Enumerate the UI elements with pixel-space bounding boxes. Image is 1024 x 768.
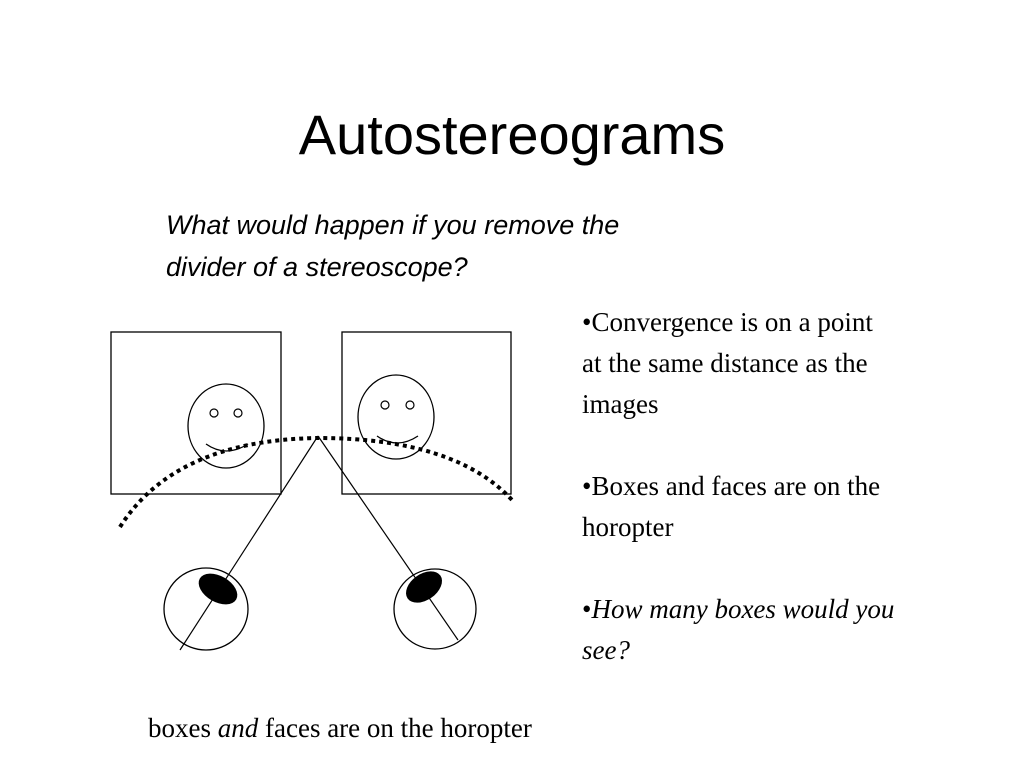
bullet-text: see? xyxy=(582,635,630,665)
bullet-text: images xyxy=(582,389,659,419)
left-eye xyxy=(163,567,249,651)
bullet-marker: • xyxy=(582,471,592,501)
diagram-caption: boxes and faces are on the horopter xyxy=(148,708,532,748)
caption-emphasis: and xyxy=(217,713,259,743)
bullet-text: horopter xyxy=(582,512,674,542)
horopter-curve xyxy=(118,435,514,529)
caption-text: faces are on the horopter xyxy=(258,713,532,743)
bullet-text: Boxes and faces are on the xyxy=(591,471,881,501)
question-line-1: What would happen if you remove the xyxy=(166,210,620,240)
right-eye xyxy=(393,568,477,650)
bullet-item-convergence: •Convergence is on a point at the same d… xyxy=(582,302,1002,425)
slide-title: Autostereograms xyxy=(298,103,726,166)
question-text: What would happen if you remove the divi… xyxy=(166,204,766,288)
question-line-2: divider of a stereoscope? xyxy=(166,252,468,282)
bullet-text: at the same distance as the xyxy=(582,348,868,378)
bullet-text: Convergence is on a point xyxy=(591,307,873,337)
bullet-item-question: •How many boxes would you see? xyxy=(582,589,1002,671)
right-sight-line xyxy=(317,435,459,641)
right-face xyxy=(357,374,435,460)
bullet-text: How many boxes would you xyxy=(591,594,895,624)
bullet-list: •Convergence is on a point at the same d… xyxy=(582,302,1002,712)
bullet-item-horopter: •Boxes and faces are on the horopter xyxy=(582,466,1002,548)
left-sight-line xyxy=(179,435,319,651)
caption-text: boxes xyxy=(148,713,218,743)
left-face xyxy=(187,383,265,469)
bullet-marker: • xyxy=(582,307,592,337)
right-box xyxy=(341,331,512,495)
left-box xyxy=(110,331,282,495)
bullet-marker: • xyxy=(582,594,592,624)
